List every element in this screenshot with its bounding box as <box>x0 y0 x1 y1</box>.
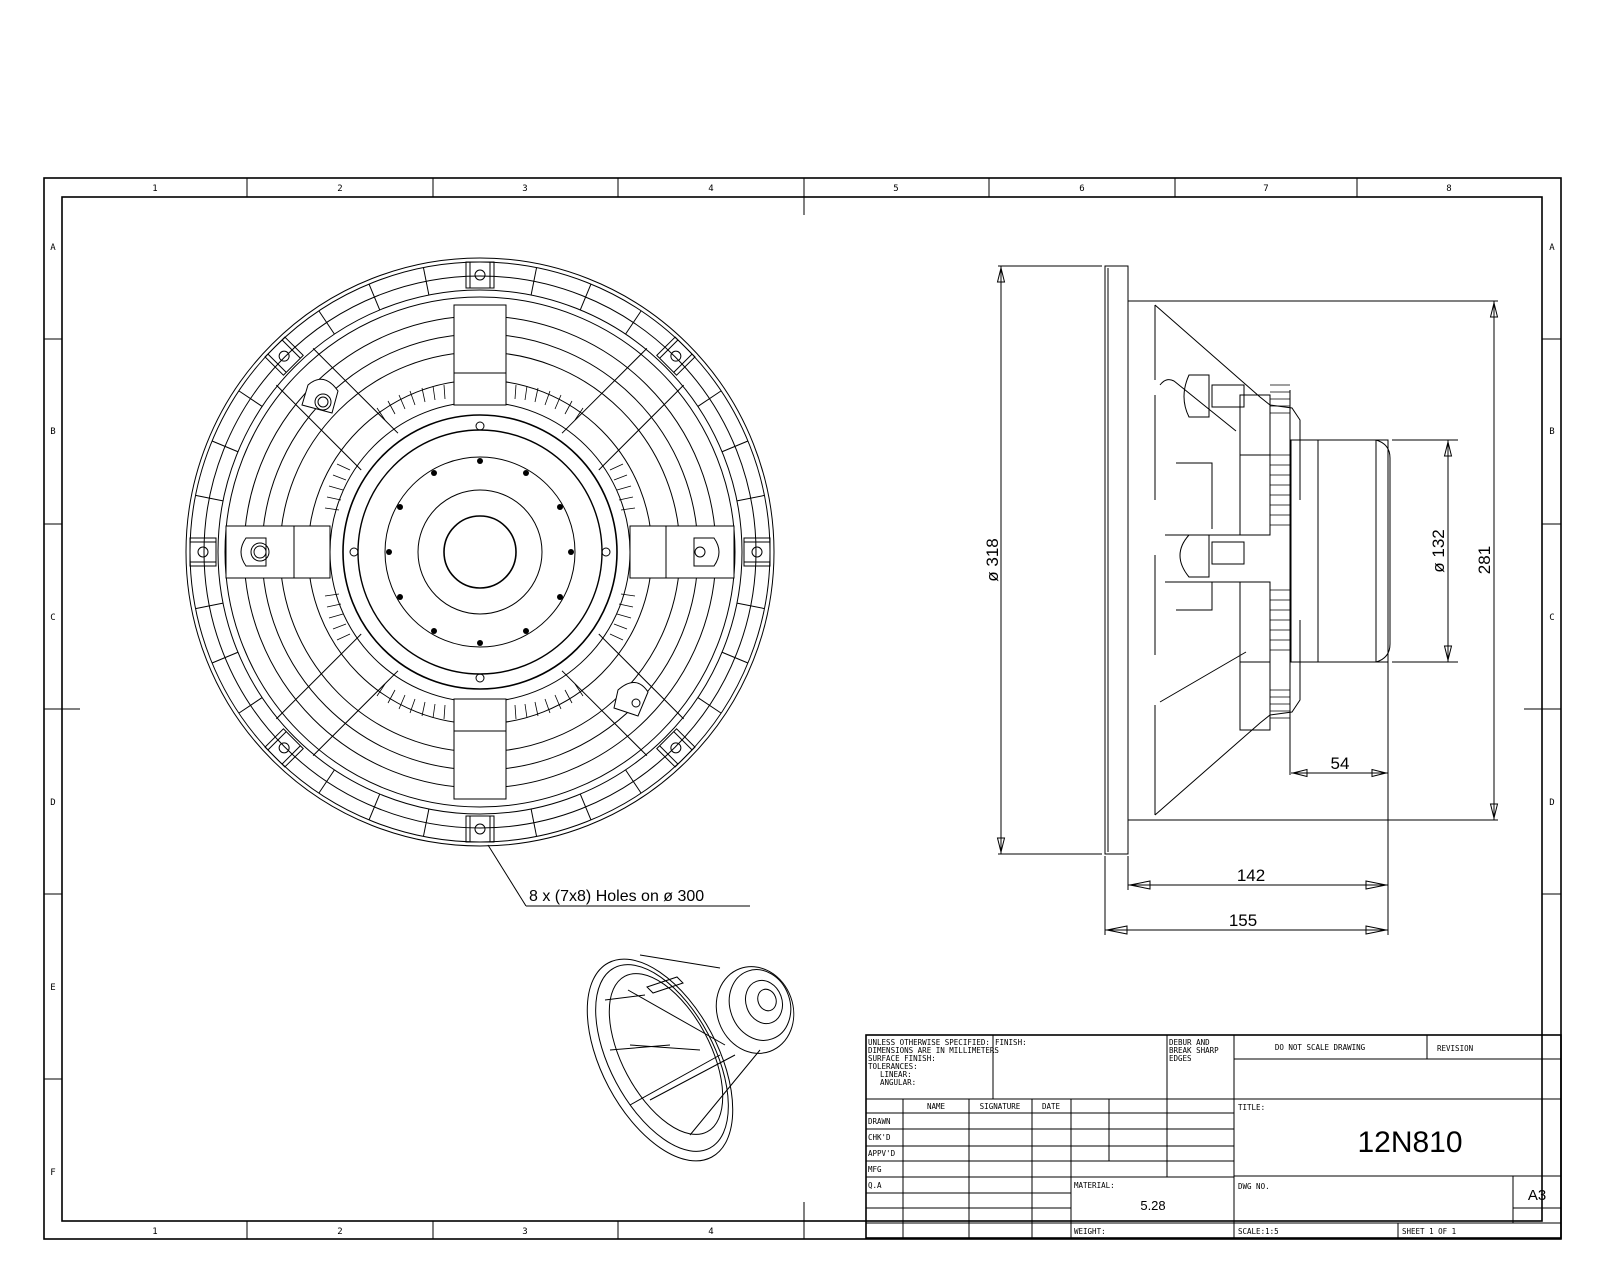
zone-col-7: 7 <box>1263 184 1268 194</box>
zone-row-a-right: A <box>1549 243 1555 253</box>
dim-outer-diameter: ø 318 <box>983 538 1002 581</box>
side-view <box>1104 265 1498 935</box>
zone-row-b: B <box>50 427 55 437</box>
material-label: MATERIAL: <box>1074 1181 1115 1190</box>
zone-col-5: 5 <box>893 184 898 194</box>
note-line-6: ANGULAR: <box>880 1078 916 1087</box>
title-label: TITLE: <box>1238 1103 1265 1112</box>
material-value: 5.28 <box>1140 1198 1165 1213</box>
holes-callout-text: 8 x (7x8) Holes on ø 300 <box>529 888 704 905</box>
holes-callout: 8 x (7x8) Holes on ø 300 <box>487 844 750 907</box>
revision-label: REVISION <box>1437 1044 1473 1053</box>
note-line-2: DIMENSIONS ARE IN MILLIMETERS <box>868 1046 999 1055</box>
row-qa: Q.A <box>868 1181 882 1190</box>
dimension-lines <box>996 265 1499 935</box>
header-date: DATE <box>1042 1102 1061 1111</box>
title-block-text: UNLESS OTHERWISE SPECIFIED: DIMENSIONS A… <box>868 1038 1546 1236</box>
zone-row-c: C <box>50 613 55 623</box>
isometric-view <box>586 954 795 1162</box>
note-line-4: TOLERANCES: <box>868 1062 918 1071</box>
zone-row-d: D <box>50 798 55 808</box>
row-drawn: DRAWN <box>868 1117 891 1126</box>
zone-row-a: A <box>50 243 56 253</box>
dim-mounting-diameter: 281 <box>1475 546 1494 574</box>
zone-row-e: E <box>50 983 55 993</box>
dwg-no-label: DWG NO. <box>1238 1182 1270 1191</box>
zone-row-b-right: B <box>1549 427 1554 437</box>
dim-magnet-diameter: ø 132 <box>1429 529 1448 572</box>
row-approved: APPV'D <box>868 1149 896 1158</box>
drawing-frame: 1 2 3 4 5 6 7 8 1 2 3 4 A B C D E F A B … <box>43 177 1562 1240</box>
sheet-label: SHEET 1 OF 1 <box>1402 1227 1456 1236</box>
note-line-1: UNLESS OTHERWISE SPECIFIED: <box>868 1038 990 1047</box>
do-not-scale-label: DO NOT SCALE DRAWING <box>1275 1043 1366 1052</box>
header-name: NAME <box>927 1102 946 1111</box>
zone-row-c-right: C <box>1549 613 1554 623</box>
drawing-title: 12N810 <box>1357 1126 1462 1159</box>
zone-col-1-bottom: 1 <box>152 1227 157 1237</box>
sheet-size: A3 <box>1528 1187 1546 1204</box>
zone-col-4-bottom: 4 <box>708 1227 713 1237</box>
zone-col-8: 8 <box>1446 184 1451 194</box>
note-line-3: SURFACE FINISH: <box>868 1054 936 1063</box>
zone-col-3-bottom: 3 <box>522 1227 527 1237</box>
zone-col-3: 3 <box>522 184 527 194</box>
zone-col-6: 6 <box>1079 184 1084 194</box>
row-checked: CHK'D <box>868 1133 891 1142</box>
zone-col-4: 4 <box>708 184 713 194</box>
zone-col-2: 2 <box>337 184 342 194</box>
weight-label: WEIGHT: <box>1074 1227 1106 1236</box>
title-block <box>865 1034 1562 1239</box>
header-signature: SIGNATURE <box>980 1102 1021 1111</box>
debur-line-2: BREAK SHARP <box>1169 1046 1219 1055</box>
front-view <box>185 257 775 847</box>
debur-line-1: DEBUR AND <box>1169 1038 1210 1047</box>
zone-col-1: 1 <box>152 184 157 194</box>
finish-label: FINISH: <box>995 1038 1027 1047</box>
note-line-5: LINEAR: <box>880 1070 912 1079</box>
scale-label: SCALE:1:5 <box>1238 1227 1279 1236</box>
dim-overall-depth: 155 <box>1229 911 1257 930</box>
debur-line-3: EDGES <box>1169 1054 1192 1063</box>
dim-depth-from-flange: 142 <box>1237 866 1265 885</box>
dim-magnet-depth: 54 <box>1331 754 1350 773</box>
zone-row-d-right: D <box>1549 798 1554 808</box>
zone-row-f: F <box>50 1168 55 1178</box>
row-mfg: MFG <box>868 1165 882 1174</box>
zone-col-2-bottom: 2 <box>337 1227 342 1237</box>
